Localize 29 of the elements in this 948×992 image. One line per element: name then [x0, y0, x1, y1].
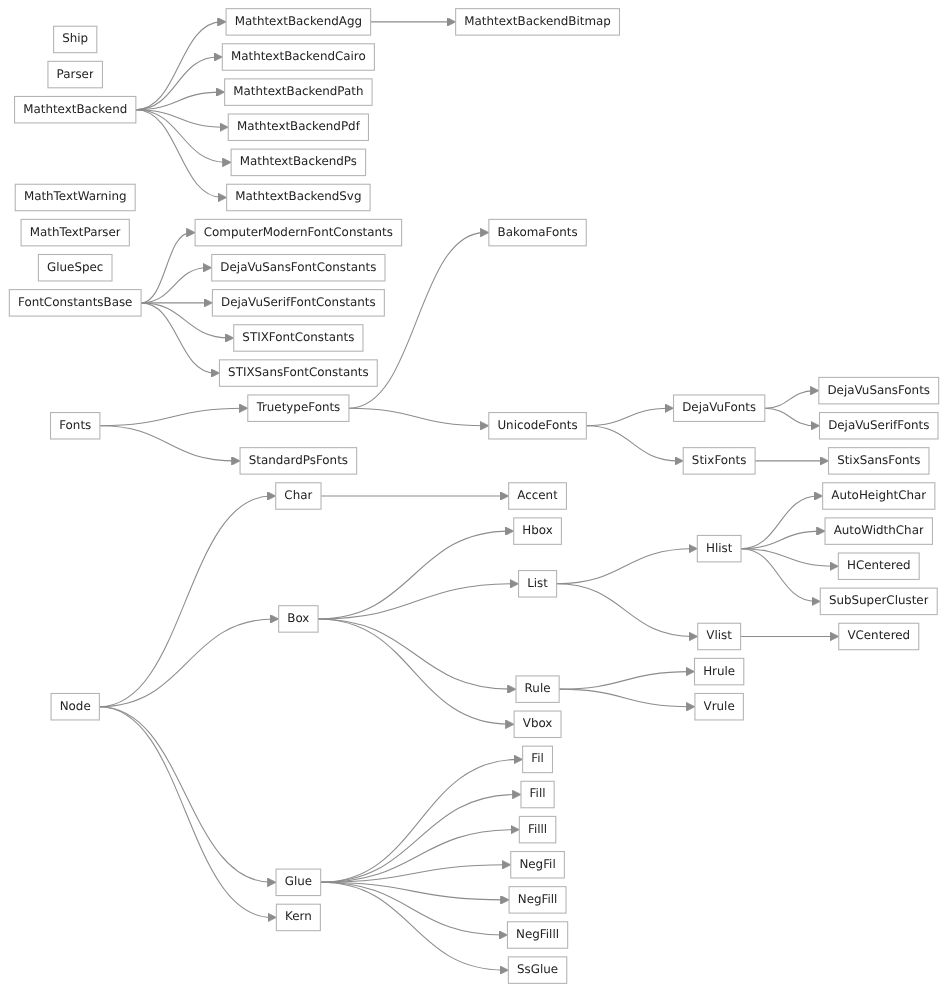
arrow	[740, 548, 839, 571]
arrow	[99, 425, 241, 466]
arrow	[135, 109, 232, 167]
arrow	[556, 544, 698, 585]
arrow	[140, 302, 235, 343]
arrow	[764, 407, 820, 431]
arrow	[764, 386, 820, 409]
arrow	[317, 618, 517, 694]
arrow	[585, 425, 684, 466]
arrow	[98, 706, 277, 887]
arrow	[140, 229, 196, 304]
arrow	[320, 881, 509, 975]
arrow	[740, 631, 840, 642]
arrow	[754, 456, 829, 466]
arrow	[558, 688, 696, 712]
arrow	[135, 109, 229, 132]
arrow	[370, 17, 457, 27]
arrow	[140, 298, 213, 308]
arrow	[317, 618, 515, 729]
arrow	[740, 548, 821, 606]
arrow	[556, 583, 699, 641]
arrow	[140, 302, 220, 378]
arrow	[135, 109, 227, 202]
arrow	[317, 579, 519, 620]
arrow	[348, 407, 490, 431]
arrow	[135, 17, 227, 111]
arrow	[348, 228, 490, 409]
arrow	[320, 491, 510, 501]
arrow	[98, 706, 277, 922]
